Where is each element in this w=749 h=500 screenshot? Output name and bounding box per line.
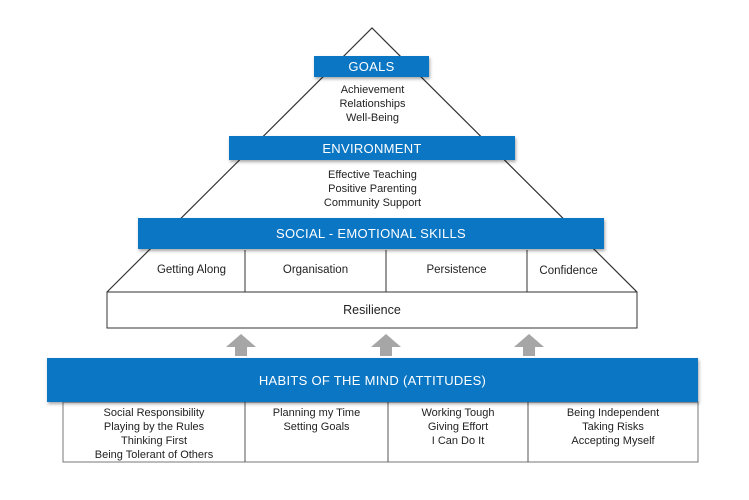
- habit-item: Being Tolerant of Others: [94, 449, 214, 461]
- environment-item: Positive Parenting: [328, 183, 417, 195]
- skill-label: Organisation: [282, 264, 349, 276]
- up-arrow-icon: [226, 334, 256, 356]
- social-emotional-banner: SOCIAL - EMOTIONAL SKILLS: [138, 218, 604, 249]
- social-emotional-title: SOCIAL - EMOTIONAL SKILLS: [275, 226, 467, 241]
- habits-column-2: Planning my Time Setting Goals: [245, 406, 388, 434]
- skill-persistence: Persistence: [386, 254, 527, 286]
- habit-item: Working Tough: [421, 407, 495, 419]
- habit-item: Taking Risks: [582, 421, 644, 433]
- habits-box: [62, 401, 699, 463]
- habits-title: HABITS OF THE MIND (ATTITUDES): [258, 372, 487, 388]
- skill-organisation: Organisation: [245, 254, 386, 286]
- habit-item: Thinking First: [120, 435, 188, 447]
- goals-item: Well-Being: [346, 112, 399, 124]
- resilience-box: [106, 291, 638, 329]
- environment-title: ENVIRONMENT: [322, 140, 422, 156]
- up-arrow-icon: [371, 334, 401, 356]
- habit-item: Planning my Time: [272, 407, 361, 419]
- habits-column-3: Working Tough Giving Effort I Can Do It: [388, 406, 528, 448]
- up-arrows: [226, 334, 544, 356]
- habit-item: Playing by the Rules: [103, 421, 205, 433]
- habit-item: Accepting Myself: [571, 435, 655, 447]
- environment-list: Effective Teaching Positive Parenting Co…: [280, 168, 465, 210]
- habits-banner: HABITS OF THE MIND (ATTITUDES): [47, 358, 698, 402]
- resilience-label: Resilience: [343, 303, 401, 317]
- skill-getting-along: Getting Along: [138, 254, 245, 286]
- up-arrow-icon: [514, 334, 544, 356]
- goals-title: GOALS: [348, 59, 395, 74]
- goals-item: Achievement: [340, 84, 405, 96]
- habits-column-1: Social Responsibility Playing by the Rul…: [63, 406, 245, 462]
- resilience-label-wrap: Resilience: [107, 292, 637, 328]
- habits-column-4: Being Independent Taking Risks Accepting…: [528, 406, 698, 448]
- environment-banner: ENVIRONMENT: [229, 136, 515, 160]
- goals-list: Achievement Relationships Well-Being: [300, 83, 445, 125]
- habit-item: Being Independent: [566, 407, 660, 419]
- skill-confidence: Confidence: [527, 254, 610, 288]
- habit-item: Setting Goals: [283, 421, 350, 433]
- pyramid-apex-lines: [106, 27, 638, 293]
- skill-label: Getting Along: [156, 264, 227, 276]
- goals-item: Relationships: [339, 98, 406, 110]
- habit-item: I Can Do It: [431, 435, 485, 447]
- habit-item: Social Responsibility: [103, 407, 205, 419]
- environment-item: Community Support: [323, 197, 422, 209]
- skill-label: Persistence: [426, 264, 487, 276]
- habit-item: Giving Effort: [427, 421, 489, 433]
- skill-label: Confidence: [539, 265, 598, 277]
- goals-banner: GOALS: [314, 56, 429, 77]
- environment-item: Effective Teaching: [328, 169, 417, 181]
